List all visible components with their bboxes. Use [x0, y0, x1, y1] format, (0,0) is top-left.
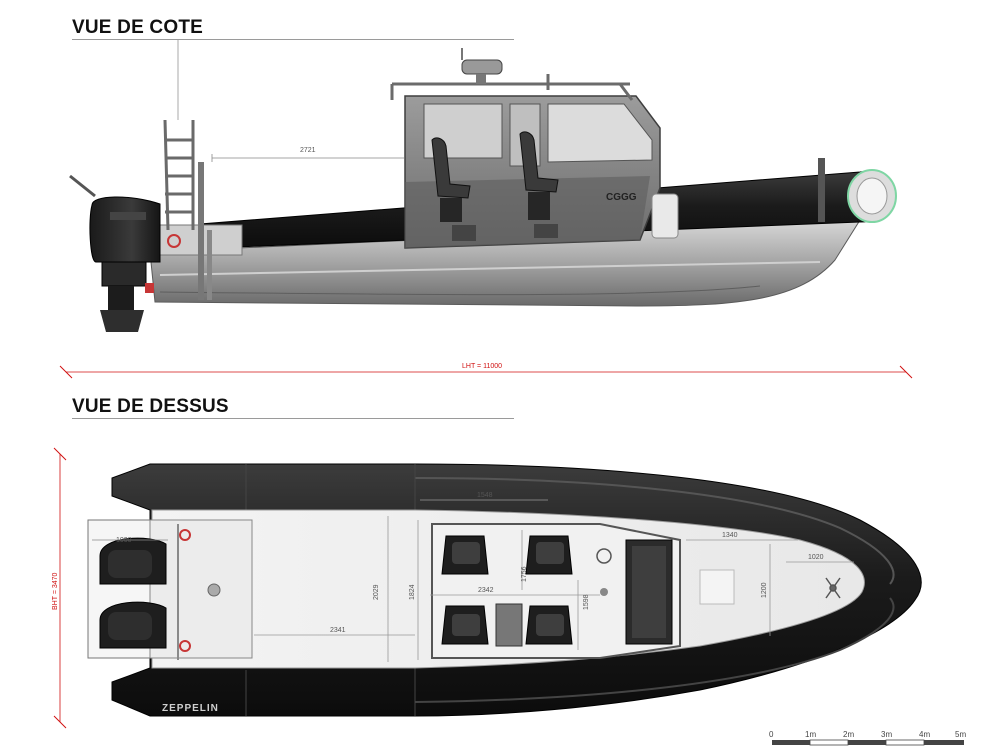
cabin-dimension: 2721	[211, 147, 404, 162]
stern-red-marker-1	[179, 529, 191, 541]
bow-length-label: 1020	[808, 554, 824, 561]
tube-highlight-top	[414, 477, 895, 585]
top-view: BHT = 3470 1000	[52, 447, 922, 729]
bow-width-dimension: 1200	[761, 544, 771, 636]
side-view: CGGG 2721 LHT = 11000	[59, 40, 913, 379]
beam-dimension: BHT = 3470	[52, 447, 67, 729]
fore-deck-label: 1340	[722, 532, 738, 539]
tube-logo: ZEPPELIN	[162, 703, 219, 714]
console-width-a-label: 1756	[521, 566, 528, 582]
bow-width-label: 1200	[761, 582, 768, 598]
life-raft	[651, 193, 679, 239]
engine-top-2	[99, 601, 167, 649]
fore-deck-dimension: 1340	[686, 532, 798, 541]
fore-deck-hatch	[699, 569, 735, 605]
console-width-b-dimension: 1598	[577, 580, 590, 650]
throttle	[600, 588, 608, 596]
beam-label: BHT = 3470	[52, 572, 59, 610]
side-seat-1	[431, 137, 476, 241]
radome	[461, 48, 503, 84]
roof-rail	[390, 74, 634, 101]
scale-tick-2: 2m	[843, 730, 854, 739]
engine-width-label: 1000	[116, 537, 132, 544]
length-overall-dimension: LHT = 11000	[59, 363, 913, 379]
seat-zone-width-dimension: 1824	[409, 520, 419, 660]
engine-width-dimension: 1000	[92, 537, 168, 544]
scale-tick-5: 5m	[955, 730, 966, 739]
cabin-window-front	[547, 103, 653, 163]
scale-tick-3: 3m	[881, 730, 892, 739]
stern-post-2	[207, 230, 212, 300]
top-view-title-rule	[72, 418, 514, 419]
cabin-marking: CGGG	[606, 192, 637, 203]
cockpit-width-dimension: 2029	[373, 516, 389, 662]
bow-post	[818, 158, 825, 222]
hull-keel-line	[159, 285, 761, 296]
steering-wheel	[596, 548, 612, 564]
stern-hatch	[207, 583, 221, 597]
top-seat-3	[441, 605, 489, 645]
hull	[149, 219, 861, 307]
cabin-dimension-label: 2721	[300, 147, 316, 154]
bow-length-dimension: 1020	[786, 554, 854, 563]
top-seat-1	[441, 535, 489, 575]
outboard-motor	[69, 174, 161, 332]
transom	[149, 519, 253, 659]
ladder-mast	[163, 119, 195, 231]
stern-red-marker-2	[179, 640, 191, 652]
scale-tick-4: 4m	[919, 730, 930, 739]
bow-cleat	[825, 577, 841, 599]
console-length-label: 2342	[478, 587, 494, 594]
top-view-title: VUE DE DESSUS	[72, 396, 229, 417]
dashboard-screen	[632, 546, 666, 638]
bow-bumper-inner	[856, 177, 888, 215]
tube-highlight-bottom	[414, 597, 895, 703]
cabin-top-label: 1548	[477, 492, 493, 499]
console-width-b-label: 1598	[583, 594, 590, 610]
stern-post-1	[198, 162, 204, 300]
cabin-top-frame	[431, 523, 681, 659]
cabin-top-dimension: 1548	[420, 492, 548, 501]
cockpit-width-label: 2029	[373, 584, 380, 600]
seat-zone-width-label: 1824	[409, 584, 416, 600]
hull-chine	[159, 261, 821, 276]
side-view-title: VUE DE COTE	[72, 17, 203, 38]
side-view-title-rule	[72, 39, 514, 40]
side-seat-2	[519, 131, 559, 238]
scale-bar: 0 1m 2m 3m 4m 5m	[769, 730, 966, 746]
scale-tick-0: 0	[769, 730, 774, 739]
console-length-dimension: 2342	[430, 587, 600, 596]
stern-red-ring	[167, 234, 181, 248]
stern-deck	[151, 224, 243, 256]
engine-top-1	[99, 537, 167, 585]
console-width-a-dimension: 1756	[521, 530, 528, 590]
center-console	[495, 603, 523, 647]
cockpit-length-label: 2341	[330, 627, 346, 634]
length-overall-label: LHT = 11000	[462, 363, 502, 370]
scale-tick-1: 1m	[805, 730, 816, 739]
cabin-window-rear	[423, 103, 503, 159]
top-seat-2	[525, 535, 573, 575]
top-seat-4	[525, 605, 573, 645]
